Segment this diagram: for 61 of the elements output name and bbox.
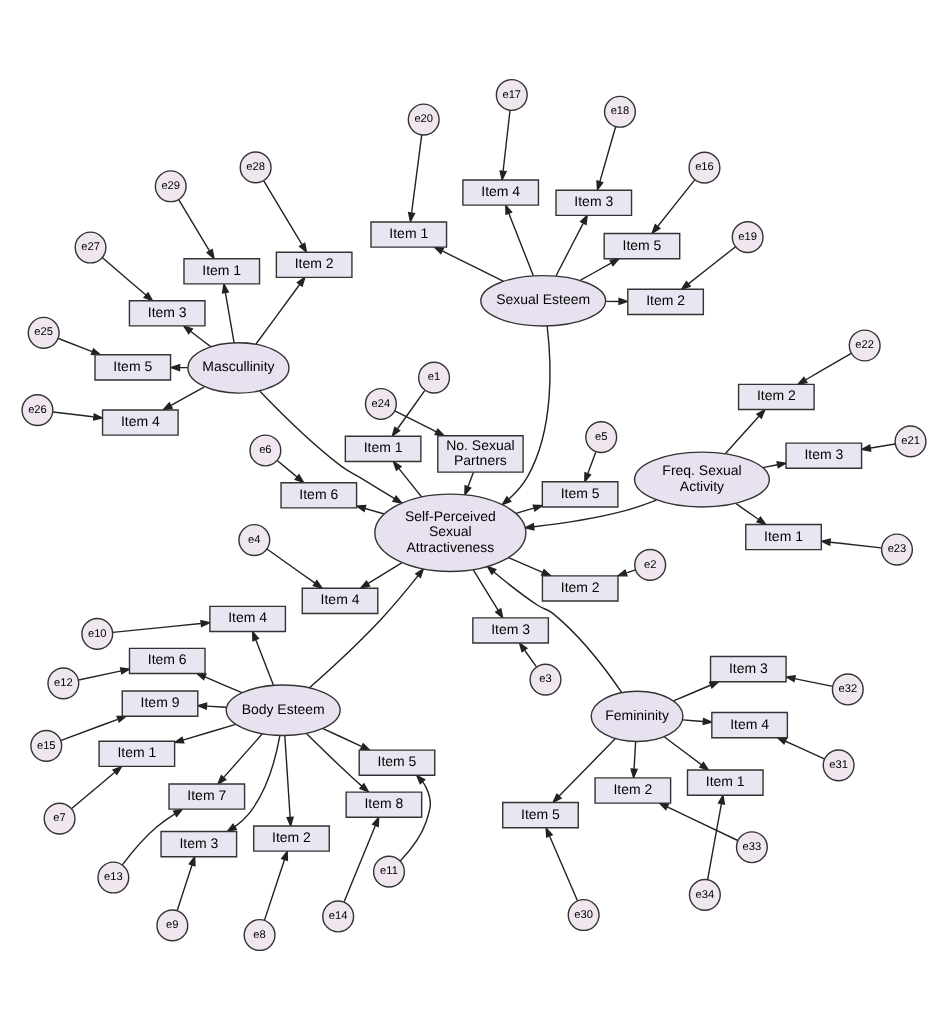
arrow (545, 826, 579, 902)
arrow (276, 459, 306, 484)
arrow (464, 471, 475, 497)
arrow (523, 499, 658, 531)
arrow (255, 275, 306, 345)
arrow (859, 443, 896, 452)
arrow (78, 667, 132, 681)
arrow (391, 390, 426, 438)
arrow (514, 504, 545, 515)
arrow (680, 246, 737, 291)
arrow (796, 352, 852, 386)
arrow (161, 386, 205, 411)
arrow (266, 548, 324, 590)
arrow (682, 717, 714, 726)
arrow (221, 282, 235, 344)
arrow (263, 180, 308, 254)
arrow (112, 619, 212, 634)
arrow (195, 702, 227, 711)
arrow (630, 741, 638, 780)
arrow (176, 854, 196, 912)
arrow (359, 562, 403, 590)
arrow (555, 213, 589, 277)
arrow (182, 324, 212, 348)
arrow (407, 134, 423, 224)
arrow (596, 126, 617, 192)
arrow (70, 765, 123, 810)
arrow (784, 674, 834, 688)
arrow (472, 569, 504, 620)
arrow (499, 109, 511, 182)
arrow (518, 641, 538, 668)
arrow (251, 629, 275, 686)
arrow (121, 808, 185, 866)
arrow (399, 773, 432, 862)
arrow (663, 736, 711, 772)
arrow (354, 504, 386, 515)
arrow (308, 567, 425, 689)
arrow (52, 411, 105, 421)
arrow (672, 681, 721, 702)
arrow (101, 257, 155, 302)
arrow (216, 733, 263, 786)
arrow (819, 538, 882, 549)
arrow (504, 203, 535, 277)
arrow (707, 793, 726, 880)
arrow (394, 410, 446, 437)
arrow (616, 569, 637, 577)
arrow (735, 502, 768, 526)
arrow (225, 734, 281, 833)
arrow (263, 849, 289, 922)
arrow (343, 815, 380, 903)
arrow (762, 461, 788, 469)
arrow (392, 460, 423, 498)
arrow (551, 738, 616, 804)
arrow (579, 257, 621, 281)
arrow (584, 451, 597, 484)
arrow (284, 734, 294, 828)
arrow (650, 179, 696, 235)
arrow (259, 390, 404, 505)
arrow (178, 198, 216, 261)
arrow (500, 325, 551, 506)
arrow (172, 723, 237, 744)
arrow (724, 408, 767, 455)
